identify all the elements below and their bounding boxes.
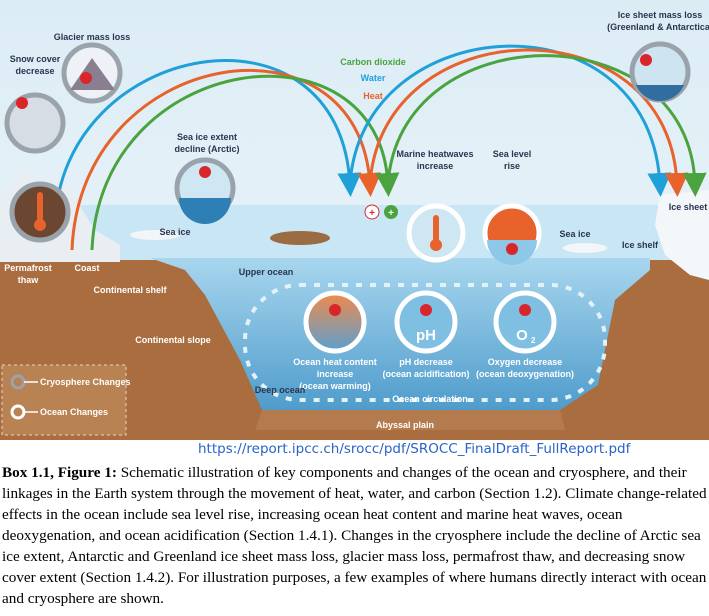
heat-label: Heat — [363, 91, 383, 101]
sea-ice-extent-label: Sea ice extent — [177, 132, 237, 142]
marine-heatwaves-circle — [406, 203, 466, 263]
sea-level-label: Sea level — [493, 149, 532, 159]
svg-text:O: O — [516, 327, 528, 344]
ice-sheet-label: Ice sheet — [669, 202, 708, 212]
abyssal-plain-label: Abyssal plain — [376, 420, 434, 430]
water-label: Water — [361, 73, 386, 83]
down-arrow-icon — [519, 304, 531, 316]
caption-title: Box 1.1, Figure 1: — [2, 464, 117, 481]
figure-caption: Box 1.1, Figure 1: Schematic illustratio… — [2, 462, 707, 609]
glacier-label: Glacier mass loss — [54, 32, 131, 42]
up-arrow-icon — [329, 304, 341, 316]
svg-text:2: 2 — [531, 336, 536, 345]
continental-shelf-label: Continental shelf — [93, 285, 167, 295]
down-arrow-icon — [420, 304, 432, 316]
plus-sign: + — [388, 208, 394, 219]
oxygen-label: (ocean deoxygenation) — [476, 369, 574, 379]
snow-cover-circle — [4, 92, 66, 154]
oxygen-circle: O 2 — [493, 290, 557, 354]
legend-cryosphere: Cryosphere Changes — [40, 377, 131, 387]
up-arrow-icon — [506, 243, 518, 255]
upper-ocean-label: Upper ocean — [239, 267, 294, 277]
coast-label: Coast — [74, 263, 99, 273]
ocean-circulation-label: Ocean circulation — [392, 394, 468, 404]
marine-heatwaves-label: increase — [417, 161, 454, 171]
ice-shelf-label: Ice shelf — [622, 240, 659, 250]
island — [270, 231, 330, 245]
linkage-arcs — [53, 44, 707, 251]
permafrost-label: thaw — [18, 275, 40, 285]
plus-sign: + — [369, 208, 375, 219]
snow-cover-label: Snow cover — [10, 54, 61, 64]
sea-level-label: rise — [504, 161, 520, 171]
continental-slope-label: Continental slope — [135, 335, 211, 345]
ice-sheet-loss-label: (Greenland & Antarctica) — [607, 22, 709, 32]
ph-circle: pH — [394, 290, 458, 354]
svg-text:pH: pH — [416, 327, 436, 344]
down-arrow-icon — [640, 54, 652, 66]
sea-ice-floe — [563, 243, 607, 253]
down-arrow-icon — [199, 166, 211, 178]
plus-icon — [384, 205, 398, 219]
sea-ice-floe — [130, 230, 180, 240]
ice-sheet-shape — [655, 190, 709, 280]
abyssal-plain — [255, 410, 565, 430]
ice-sheet-loss-circle — [629, 41, 691, 103]
thermometer-icon — [433, 215, 439, 243]
sea-ice-label: Sea ice — [159, 227, 190, 237]
ocean-cryosphere-diagram: Carbon dioxide Water Heat + + — [0, 0, 709, 440]
down-arrow-icon — [80, 72, 92, 84]
ph-label: (ocean acidification) — [382, 369, 469, 379]
sea-ice-extent-circle — [174, 157, 236, 224]
ocean-heat-label: increase — [317, 369, 354, 379]
snow-cover-label: decrease — [15, 66, 54, 76]
carbon-dioxide-label: Carbon dioxide — [340, 57, 406, 67]
ocean-heat-label: (ocean warming) — [299, 381, 371, 391]
sea-ice-label: Sea ice — [559, 229, 590, 239]
ocean-circulation-loop — [243, 283, 607, 402]
caption-text: Schematic illustration of key components… — [2, 464, 707, 607]
thermometer-icon — [37, 192, 43, 222]
sea-ice-extent-label: decline (Arctic) — [174, 144, 239, 154]
legend-ocean: Ocean Changes — [40, 407, 108, 417]
legend: Cryosphere Changes Ocean Changes — [1, 364, 131, 436]
ph-label: pH decrease — [399, 357, 453, 367]
marine-heatwaves-label: Marine heatwaves — [396, 149, 473, 159]
permafrost-label: Permafrost — [4, 263, 52, 273]
down-arrow-icon — [16, 97, 28, 109]
glacier-circle — [61, 42, 123, 104]
ice-sheet-loss-label: Ice sheet mass loss — [618, 10, 703, 20]
plus-icon — [364, 204, 380, 220]
sea-level-rise-circle — [482, 203, 542, 265]
ocean-heat-circle — [303, 290, 367, 354]
permafrost-circle — [9, 181, 71, 243]
oxygen-label: Oxygen decrease — [488, 357, 563, 367]
deep-ocean-label: Deep ocean — [255, 385, 306, 395]
ocean-heat-label: Ocean heat content — [293, 357, 377, 367]
source-link[interactable]: https://report.ipcc.ch/srocc/pdf/SROCC_F… — [198, 441, 631, 457]
